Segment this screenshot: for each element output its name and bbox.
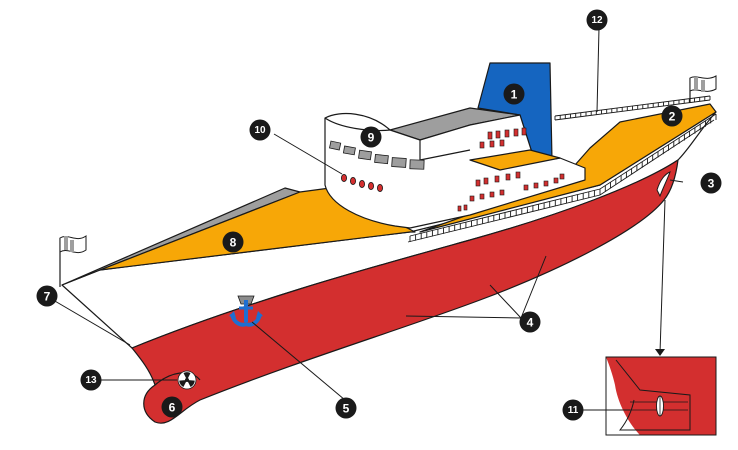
callout-1: 1 [503,83,525,105]
leader-5 [251,321,346,401]
callout-3: 3 [700,172,722,194]
leader-lines [47,27,684,411]
callout-11: 11 [562,399,584,421]
bridge-windows [329,140,425,170]
callout-number: 3 [708,177,715,191]
callout-6: 6 [161,396,183,418]
propeller-icon [656,171,671,198]
callout-circle [562,399,584,421]
callout-number: 7 [44,290,51,304]
callout-number: 9 [368,131,375,145]
callout-number: 6 [169,401,176,415]
callout-number: 1 [511,88,518,102]
inset-detail-panel [605,356,717,436]
callout-circle [222,231,244,253]
callout-4: 4 [519,311,541,333]
callout-number: 12 [591,15,603,26]
bulbous-bow-line [154,372,201,386]
callout-7: 7 [36,285,58,307]
callout-circle [586,9,608,31]
leader-7 [47,296,131,346]
callout-circle [519,311,541,333]
flag-icon [689,75,717,103]
callout-number: 8 [230,236,237,250]
callout-2: 2 [661,105,683,127]
flag-icon [59,235,87,287]
leader-4 [405,255,547,319]
callout-12: 12 [586,9,608,31]
callout-9: 9 [360,126,382,148]
leader-12 [596,27,600,113]
cabin-windows [457,127,565,212]
callout-circle [161,396,183,418]
callout-13: 13 [80,369,102,391]
callout-circle [360,126,382,148]
leader-10 [273,133,343,175]
bridge-deck [469,149,561,171]
callout-circle [249,119,271,141]
railing-aft [554,95,711,121]
callout-number: 11 [568,405,579,416]
callout-8: 8 [222,231,244,253]
propeller-icon [656,395,664,417]
callout-number: 13 [85,375,97,386]
callout-circle [661,105,683,127]
callout-number: 5 [343,402,350,416]
portholes [340,173,383,192]
callout-circle [503,83,525,105]
callout-5: 5 [335,397,357,419]
arrow-head [655,349,665,356]
callout-circle [36,285,58,307]
callout-number: 10 [254,125,266,136]
leader-3 [669,179,684,183]
railing-side [407,113,717,243]
hull-red-underbody [131,159,679,424]
callout-number: 4 [527,316,534,330]
anchor-icon [229,295,263,327]
callout-number: 2 [669,110,676,124]
bridge-block [324,112,586,229]
callout-circle [700,172,722,194]
callout-circle [80,369,102,391]
radiation-symbol-icon [177,370,197,390]
leader-arrow-inset [659,199,666,354]
callout-10: 10 [249,119,271,141]
callout-circle [335,397,357,419]
